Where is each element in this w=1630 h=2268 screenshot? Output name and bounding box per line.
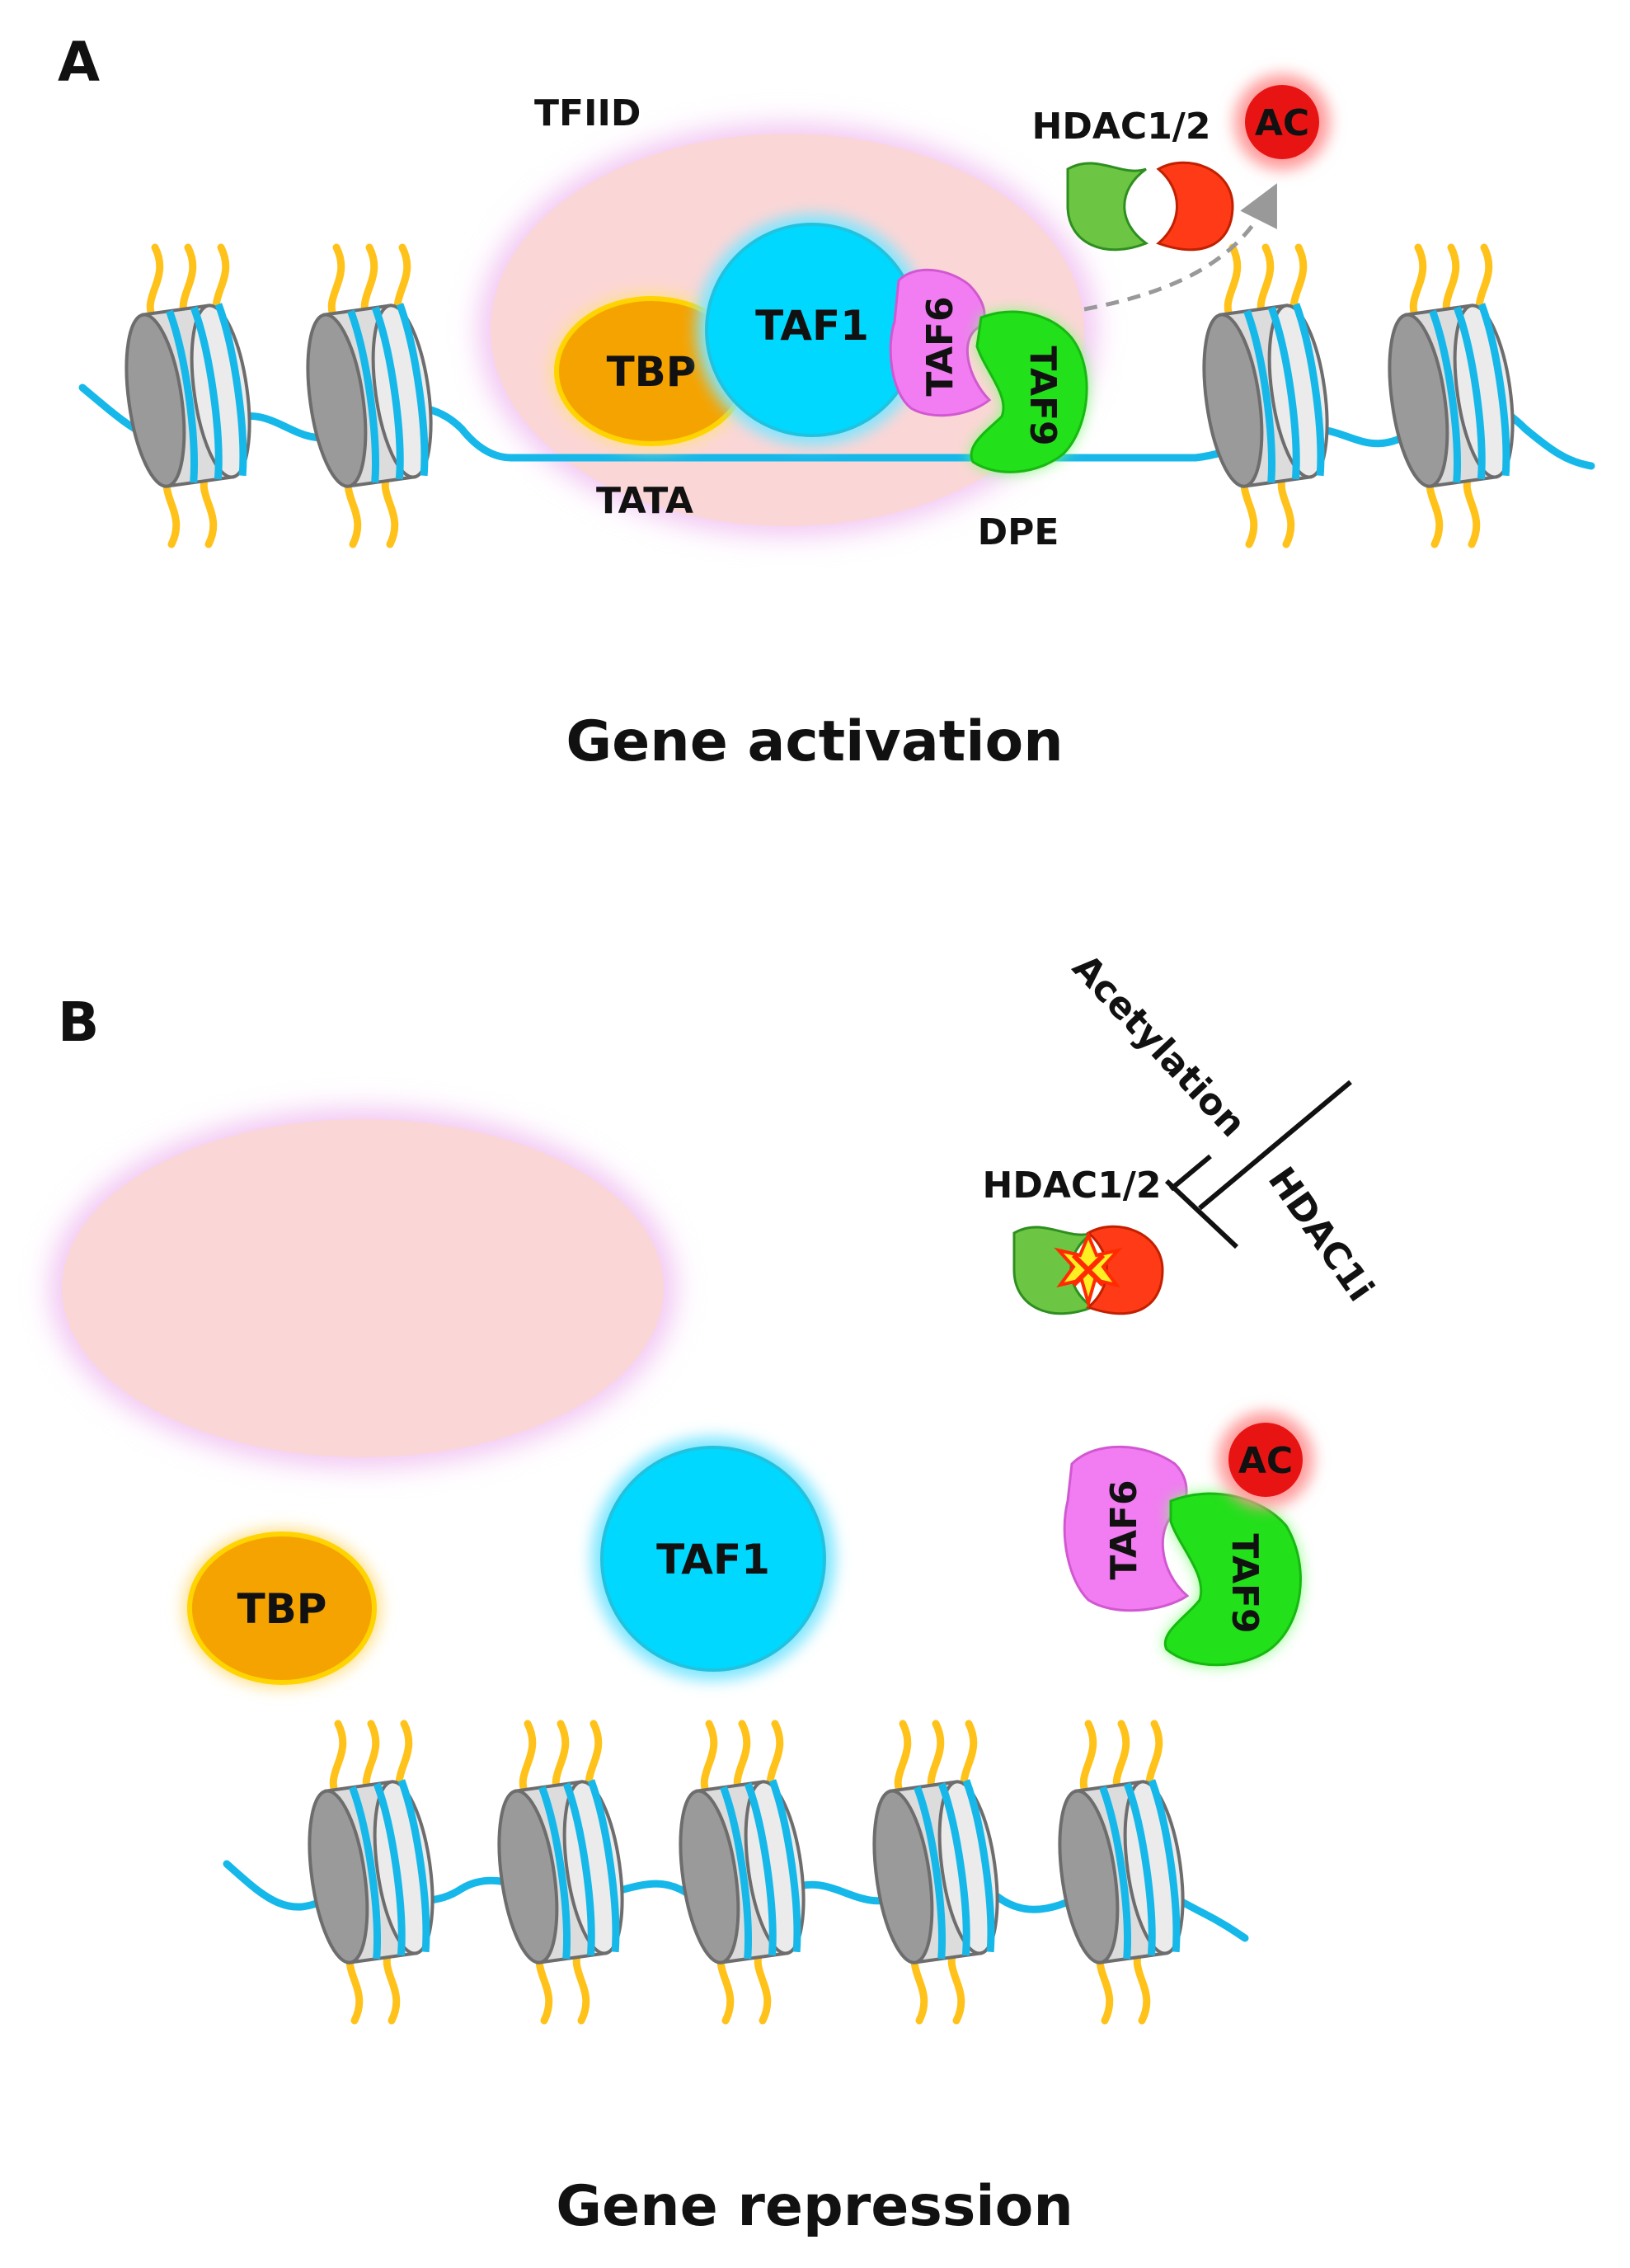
hdac1i-label: HDAC1i [1260, 1160, 1382, 1309]
acetylation-inhibition-line [1198, 1080, 1352, 1211]
tbp-label-a: TBP [607, 348, 697, 396]
hdac-label-b: HDAC1/2 [983, 1165, 1162, 1207]
taf6-protein-b [1063, 1445, 1190, 1612]
nucleosome-b5 [1050, 1724, 1192, 2021]
acetylation-label: Acetylation [1064, 947, 1254, 1146]
acetyl-group-b [1228, 1423, 1303, 1497]
hdac-red-subunit-a [1157, 161, 1234, 252]
nucleosome-b2 [490, 1724, 632, 2021]
tfiid-complex-b [62, 1119, 664, 1457]
nucleosome-b4 [865, 1724, 1007, 2021]
ac-label-a: AC [1255, 102, 1309, 144]
caption-gene-activation: Gene activation [566, 709, 1063, 774]
tata-label: TATA [596, 480, 693, 522]
release-arrow [1083, 183, 1277, 312]
panel-b-letter: B [58, 990, 99, 1054]
hdac-complex-a [1066, 161, 1234, 252]
nucleosome-b1 [300, 1724, 442, 2021]
caption-gene-repression: Gene repression [556, 2174, 1073, 2239]
nucleosome-a1 [117, 247, 259, 544]
taf1-label-a: TAF1 [755, 302, 869, 350]
hdac-label-a: HDAC1/2 [1032, 106, 1211, 148]
taf9-label-b: TAF9 [1224, 1533, 1266, 1633]
panel-b: B TBP TAF1 TAF6 TAF9 AC Acetylation HDAC… [49, 947, 1382, 2239]
panel-a: A TFIID TBP TAF1 TAF6 TAF9 TATA DPE [58, 31, 1595, 774]
inhibitor-cross-2 [1071, 1253, 1106, 1287]
taf9-protein-a [970, 310, 1088, 473]
panel-a-letter: A [58, 31, 100, 94]
taf9-label-a: TAF9 [1022, 346, 1064, 445]
dpe-label: DPE [978, 511, 1059, 553]
nucleosome-a4 [1380, 247, 1522, 544]
hdac1i-inhibition-line [1164, 1179, 1239, 1249]
taf6-label-b: TAF6 [1103, 1480, 1145, 1579]
ac-label-b: AC [1238, 1440, 1293, 1482]
tbp-label-b: TBP [237, 1585, 327, 1633]
tfiid-label: TFIID [534, 92, 641, 134]
hdac-green-subunit-a [1066, 162, 1148, 252]
acetyl-group-a [1245, 85, 1319, 159]
inhibition-bar [1169, 1154, 1212, 1192]
taf6-label-a: TAF6 [919, 296, 961, 396]
nucleosome-a3 [1195, 247, 1336, 544]
nucleosome-b3 [671, 1724, 813, 2021]
nucleosome-a2 [298, 247, 440, 544]
taf1-label-b: TAF1 [656, 1536, 770, 1583]
tbp-protein-b [187, 1532, 377, 1685]
taf9-protein-b [1163, 1492, 1302, 1667]
hdac-complex-b-inhibited [1012, 1225, 1164, 1315]
taf1-protein-b [600, 1446, 826, 1672]
taf6-protein-a [889, 268, 992, 417]
